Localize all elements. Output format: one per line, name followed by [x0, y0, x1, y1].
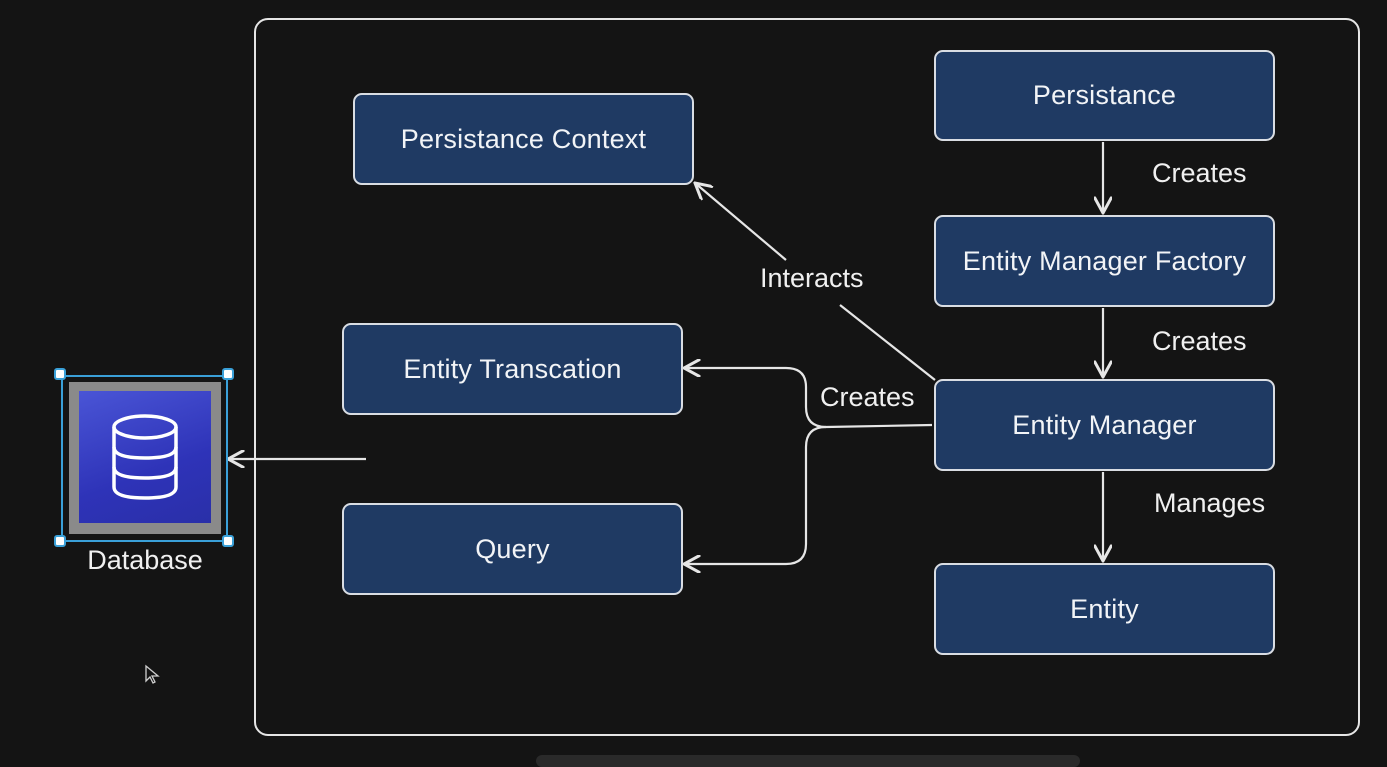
- edge-manager-to-query: [684, 425, 827, 564]
- node-entity-manager[interactable]: Entity Manager: [934, 379, 1275, 471]
- resize-handle-top-left[interactable]: [54, 368, 66, 380]
- edge-manager-to-transaction: [684, 368, 933, 429]
- node-entity[interactable]: Entity: [934, 563, 1275, 655]
- label-interacts: Interacts: [760, 263, 864, 293]
- label-manages: Manages: [1154, 488, 1266, 518]
- label-creates-factory: Creates: [1152, 158, 1247, 188]
- resize-handle-bottom-right[interactable]: [222, 535, 234, 547]
- mouse-cursor-icon: [145, 664, 160, 684]
- label-creates-tx-query: Creates: [820, 382, 915, 412]
- node-query[interactable]: Query: [342, 503, 683, 595]
- database-selection-box[interactable]: [61, 375, 228, 542]
- node-persistance-context[interactable]: Persistance Context: [353, 93, 694, 185]
- database-label: Database: [87, 545, 203, 575]
- node-persistance[interactable]: Persistance: [934, 50, 1275, 141]
- node-entity-manager-factory[interactable]: Entity Manager Factory: [934, 215, 1275, 307]
- resize-handle-bottom-left[interactable]: [54, 535, 66, 547]
- jpa-container-frame: [254, 18, 1360, 736]
- database-icon[interactable]: [79, 391, 211, 523]
- edge-manager-to-context: [695, 183, 936, 381]
- label-creates-manager: Creates: [1152, 326, 1247, 356]
- bottom-toolbar-edge: [536, 755, 1080, 767]
- resize-handle-top-right[interactable]: [222, 368, 234, 380]
- node-entity-transaction[interactable]: Entity Transcation: [342, 323, 683, 415]
